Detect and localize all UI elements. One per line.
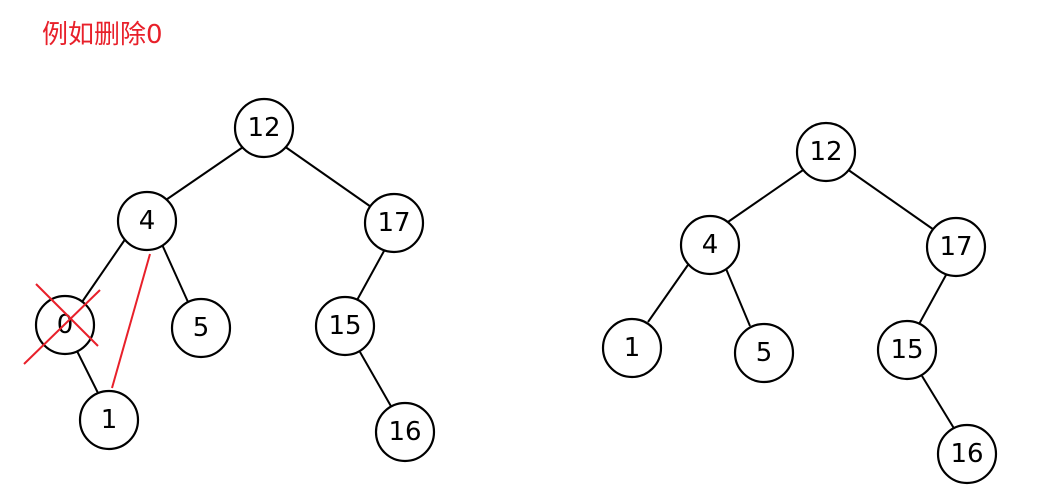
tree-node-16: 16 bbox=[936, 423, 998, 485]
edge-0-1 bbox=[75, 348, 99, 394]
before-tree: 12 4 17 0 5 15 1 1 bbox=[23, 97, 436, 463]
tree-node-12: 12 bbox=[233, 97, 295, 159]
tree-node-1: 1 bbox=[78, 389, 140, 451]
after-tree: 12 4 17 1 5 15 16 bbox=[601, 121, 998, 485]
delete-cross-icon bbox=[35, 283, 99, 347]
node-label: 1 bbox=[624, 333, 641, 363]
tree-node-5: 5 bbox=[170, 297, 232, 359]
edge-17-15 bbox=[355, 250, 385, 303]
node-label: 4 bbox=[702, 230, 719, 260]
edge-12-17 bbox=[846, 168, 938, 233]
edge-4-5 bbox=[723, 263, 751, 327]
edge-12-17 bbox=[283, 145, 375, 210]
tree-node-12: 12 bbox=[795, 121, 857, 183]
edge-15-16 bbox=[359, 351, 393, 409]
node-label: 5 bbox=[193, 313, 210, 343]
tree-node-17: 17 bbox=[925, 216, 987, 278]
tree-node-17: 17 bbox=[363, 192, 425, 254]
node-label: 12 bbox=[247, 113, 280, 143]
node-label: 15 bbox=[890, 335, 923, 365]
tree-node-15: 15 bbox=[314, 295, 376, 357]
edge-12-4 bbox=[159, 144, 247, 205]
tree-node-4: 4 bbox=[679, 214, 741, 276]
edge-4-0 bbox=[81, 237, 127, 303]
node-label: 1 bbox=[101, 405, 118, 435]
node-label: 17 bbox=[377, 208, 410, 238]
edge-4-5 bbox=[159, 239, 189, 303]
edge-4-1 bbox=[647, 261, 691, 323]
node-label: 5 bbox=[756, 338, 773, 368]
edge-15-16 bbox=[921, 375, 956, 431]
tree-node-0-deleted: 0 bbox=[23, 283, 101, 365]
node-label: 12 bbox=[809, 137, 842, 167]
edge-17-15 bbox=[917, 274, 947, 327]
tree-node-15: 15 bbox=[876, 319, 938, 381]
node-label: 15 bbox=[328, 311, 361, 341]
reconnect-line bbox=[111, 253, 151, 389]
delete-cross-icon bbox=[23, 289, 101, 365]
node-label: 16 bbox=[388, 417, 421, 447]
caption-text: 例如删除0 bbox=[42, 20, 163, 50]
tree-node-16: 16 bbox=[374, 401, 436, 463]
tree-node-4: 4 bbox=[116, 190, 178, 252]
node-label: 4 bbox=[139, 206, 156, 236]
node-label: 17 bbox=[939, 232, 972, 262]
node-label: 16 bbox=[950, 439, 983, 469]
tree-node-1: 1 bbox=[601, 317, 663, 379]
tree-node-5: 5 bbox=[733, 322, 795, 384]
edge-12-4 bbox=[724, 167, 807, 225]
